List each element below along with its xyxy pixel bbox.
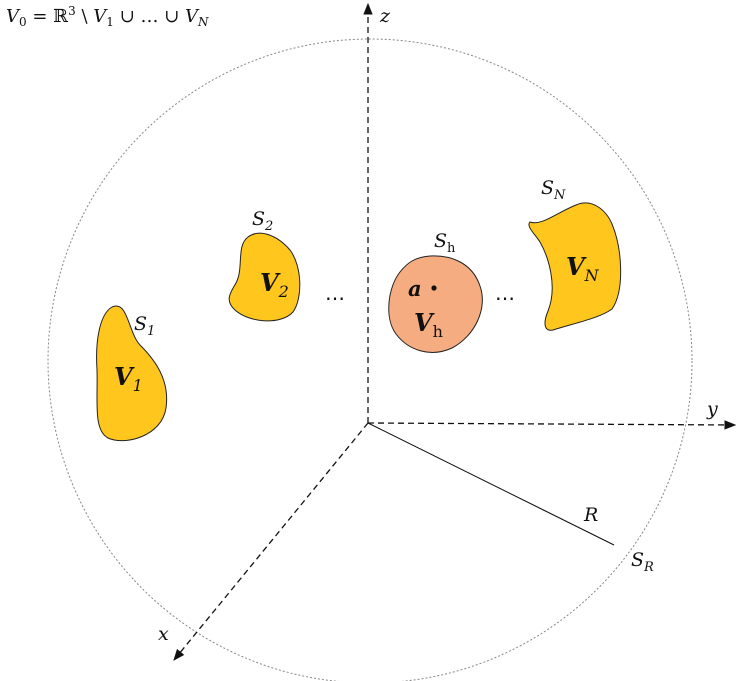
ellipsis-left: … <box>325 281 345 305</box>
body-v2 <box>228 232 301 322</box>
domain-formula: V0 = ℝ3 \ V1 ∪ … ∪ VN <box>6 4 209 29</box>
point-a-label: a <box>408 276 422 301</box>
sphere-surface-label: SR <box>631 549 654 575</box>
body-vh <box>388 255 483 353</box>
radius-line <box>367 422 615 546</box>
body-label-v2: V2 <box>260 268 289 301</box>
point-a-dot <box>431 285 437 291</box>
x-axis-label: x <box>158 623 169 645</box>
body-label-v1: V1 <box>114 362 143 395</box>
surface-label-s2: S2 <box>252 208 273 234</box>
body-vn <box>528 202 622 331</box>
body-label-vn: VN <box>566 252 600 285</box>
surface-label-s1: S1 <box>134 313 155 339</box>
x-axis <box>173 422 369 661</box>
y-axis <box>367 420 737 430</box>
sphere-boundary <box>47 38 693 681</box>
surface-label-sn: SN <box>541 177 566 203</box>
radius-label: R <box>583 504 598 526</box>
body-label-vh: Vh <box>414 308 443 341</box>
body-v1 <box>96 305 168 442</box>
ellipsis-right: … <box>495 281 515 305</box>
surface-label-sh: Sh <box>434 230 456 256</box>
z-axis-label: z <box>379 5 391 27</box>
y-axis-label: y <box>706 398 718 420</box>
